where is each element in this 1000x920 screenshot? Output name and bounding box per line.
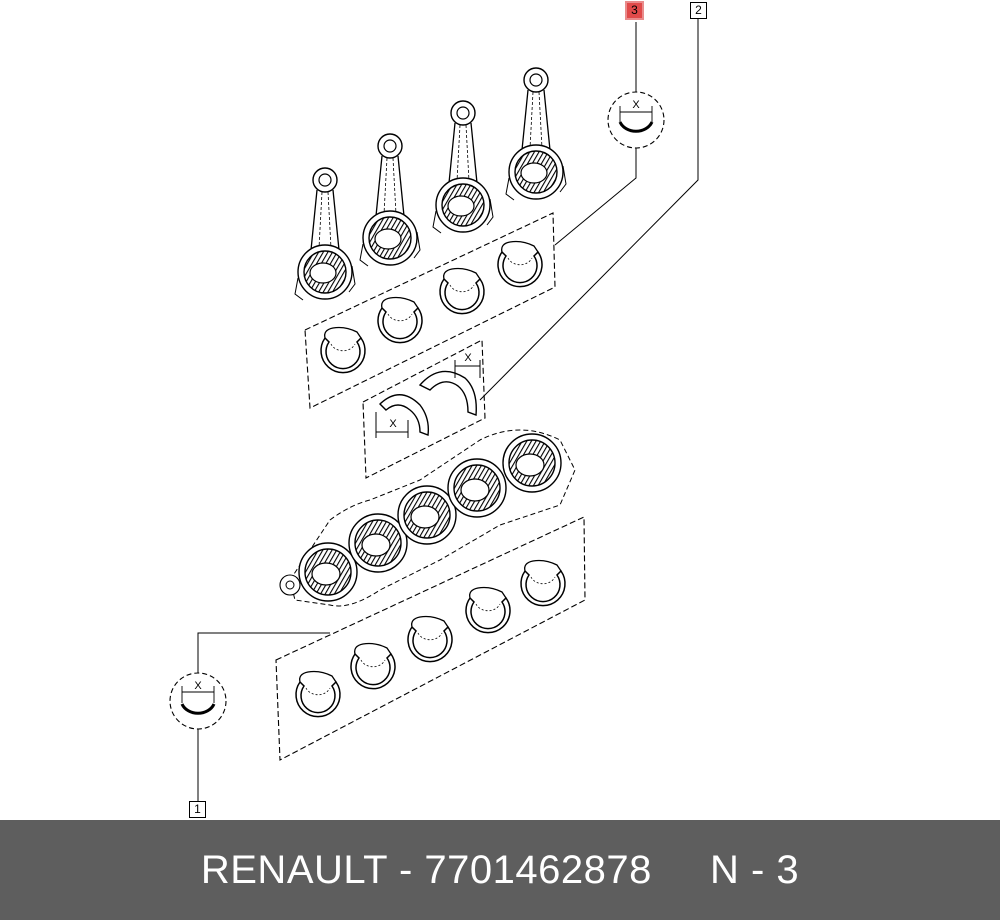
rod-bearing-shell-upper-4 bbox=[497, 240, 543, 288]
detail-circle-item-1: X bbox=[169, 672, 227, 730]
thrust-washer-right: X bbox=[418, 352, 481, 416]
footer-bar: RENAULT - 7701462878 N - 3 bbox=[0, 820, 1000, 920]
callout-3-highlighted[interactable]: 3 bbox=[625, 1, 644, 20]
part-number-caption: RENAULT - 7701462878 N - 3 bbox=[200, 847, 800, 892]
main-bearing-shell-2 bbox=[350, 642, 396, 690]
rod-bearing-shell-upper-1 bbox=[320, 326, 366, 374]
connecting-rod-2 bbox=[359, 133, 421, 267]
dimension-x-label-left: X bbox=[389, 418, 397, 430]
detail-circle-item-3: X bbox=[607, 91, 665, 149]
main-bearing-shell-5 bbox=[520, 559, 566, 607]
connecting-rod-1 bbox=[294, 167, 356, 301]
rod-bearing-shell-upper-2 bbox=[377, 296, 423, 344]
main-bearing-shell-3 bbox=[407, 615, 453, 663]
main-bearings-group-outline bbox=[275, 516, 586, 761]
connecting-rod-3 bbox=[432, 100, 494, 234]
dimension-x-label-right: X bbox=[464, 352, 472, 364]
callout-1[interactable]: 1 bbox=[189, 801, 206, 818]
main-bearing-shell-1 bbox=[295, 670, 341, 718]
connecting-rod-4 bbox=[505, 67, 567, 201]
thrust-washer-left: X bbox=[375, 394, 430, 438]
main-bearing-shell-4 bbox=[465, 586, 511, 634]
dimension-x-label-item-3: X bbox=[632, 99, 640, 111]
leader-lines bbox=[197, 18, 699, 801]
exploded-view-drawing: X X bbox=[169, 18, 699, 801]
dimension-x-label-item-1: X bbox=[194, 680, 202, 692]
crankshaft bbox=[279, 429, 576, 607]
parts-diagram: X X bbox=[169, 1, 707, 818]
rod-bearings-group-outline bbox=[304, 212, 556, 409]
callout-2[interactable]: 2 bbox=[690, 2, 707, 19]
thrust-washers-group-outline bbox=[362, 339, 486, 479]
rod-bearing-shell-upper-3 bbox=[439, 267, 485, 315]
